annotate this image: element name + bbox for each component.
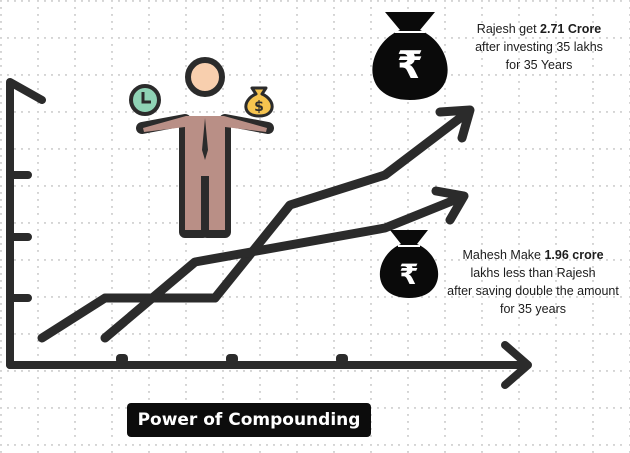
rupee-symbol-small: ₹ [399, 258, 418, 291]
title-text: Power of Compounding [137, 410, 361, 430]
clock-icon [129, 84, 161, 116]
mahesh-caption-line1: Mahesh Make [462, 248, 545, 262]
rajesh-caption: Rajesh get 2.71 Crore after investing 35… [452, 20, 626, 74]
chart-axes [6, 78, 532, 389]
rupee-symbol-large: ₹ [397, 43, 423, 87]
mahesh-amount: 1.96 crore [544, 248, 604, 262]
mahesh-growth-line [100, 186, 469, 343]
mahesh-caption-line4: for 35 years [499, 302, 566, 316]
x-axis-ticks [116, 354, 348, 364]
rajesh-caption-line2: after investing 35 lakhs [475, 40, 603, 54]
y-axis-ticks [6, 171, 32, 302]
rupee-money-bag-large-icon: ₹ [372, 12, 448, 100]
rajesh-caption-line3: for 35 Years [505, 58, 573, 72]
rajesh-caption-line1: Rajesh get [476, 22, 541, 36]
x-axis [6, 341, 532, 389]
y-axis [6, 78, 46, 369]
dollar-symbol: $ [254, 99, 264, 115]
mahesh-caption-line2: lakhs less than Rajesh [470, 266, 596, 280]
mahesh-caption-line3: after saving double the amount [447, 284, 619, 298]
title-banner: Power of Compounding [127, 403, 371, 437]
rupee-money-bag-small-icon: ₹ [379, 230, 439, 298]
mahesh-caption: Mahesh Make 1.96 crore lakhs less than R… [440, 246, 626, 318]
dollar-bag-icon: $ [244, 86, 274, 118]
rajesh-amount: 2.71 Crore [540, 22, 602, 36]
person-icon [136, 57, 274, 238]
